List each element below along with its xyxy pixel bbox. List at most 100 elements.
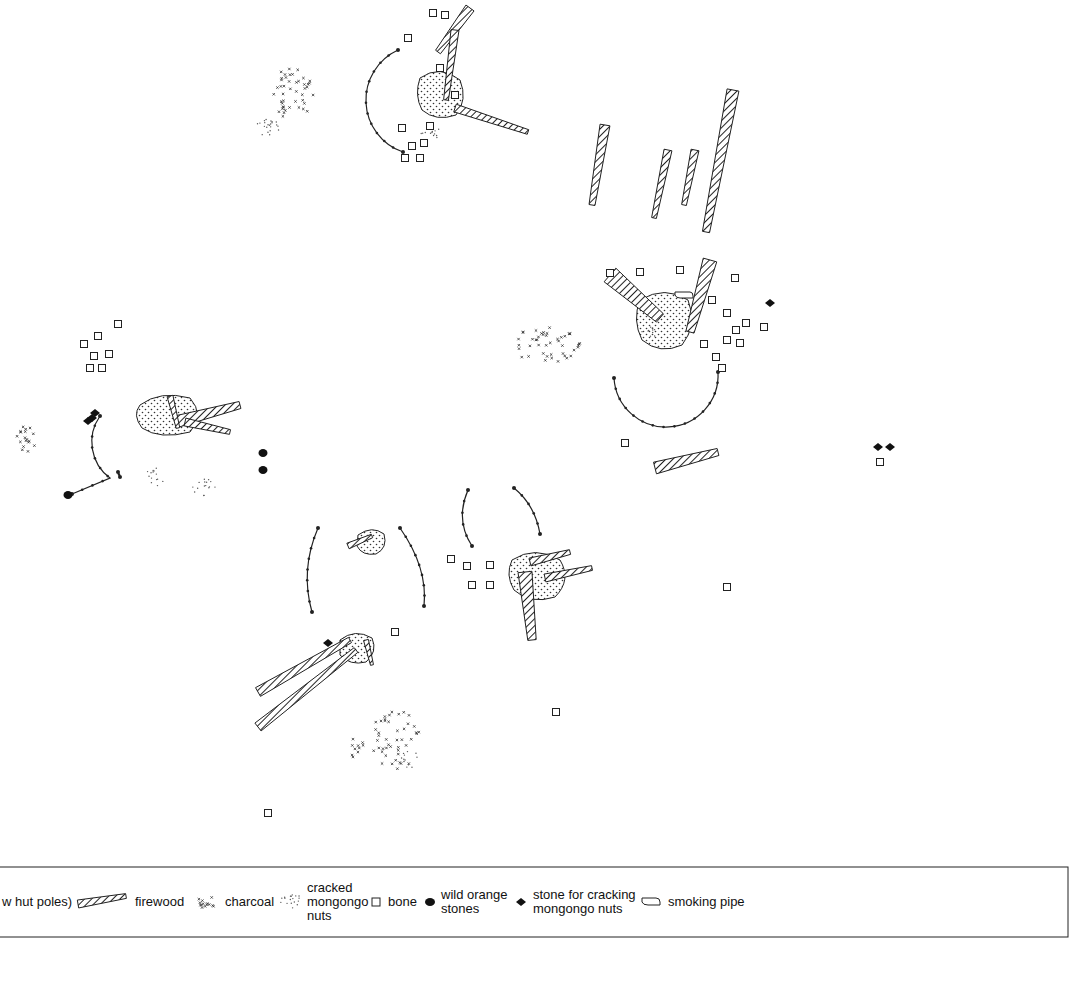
cracked-nuts: [647, 330, 648, 331]
charcoal: [303, 102, 305, 104]
firewood: [184, 418, 230, 434]
charcoal: [381, 762, 383, 764]
hut-pole: [316, 526, 320, 530]
cracked-nuts: [271, 122, 272, 123]
cracked-nuts: [269, 125, 270, 126]
cracked-nuts: [162, 481, 163, 482]
cracked-nuts: [208, 487, 209, 488]
cracked-nuts: [276, 121, 277, 122]
charcoal: [403, 711, 405, 713]
cracked-nuts: [152, 470, 153, 471]
charcoal: [385, 747, 387, 749]
hut-pole: [462, 523, 465, 526]
charcoal: [283, 112, 285, 114]
cracked-nuts: [204, 485, 205, 486]
charcoal: [415, 731, 417, 733]
charcoal: [518, 347, 520, 349]
hut-pole: [91, 435, 94, 438]
charcoal: [560, 336, 562, 338]
cracking-stone: [323, 639, 333, 647]
hut-pole: [532, 512, 535, 515]
cracking-stone: [885, 443, 895, 451]
cracked-nuts: [294, 901, 295, 902]
charcoal: [27, 450, 29, 452]
charcoal: [29, 427, 31, 429]
cracked-nuts: [152, 471, 153, 472]
cracked-nuts: [150, 472, 151, 473]
cracked-nuts: [206, 482, 207, 483]
hut-pole: [94, 457, 97, 460]
hut-pole: [421, 574, 424, 577]
cracked-nuts: [264, 120, 265, 121]
charcoal: [24, 430, 26, 432]
cracked-nuts: [280, 902, 281, 903]
bone: [115, 321, 122, 328]
cracking-stone: [87, 414, 97, 422]
hut-pole: [101, 480, 104, 483]
charcoal: [568, 333, 570, 335]
cracked-nuts: [270, 123, 271, 124]
charcoal: [562, 352, 564, 354]
cracked-nuts: [203, 495, 204, 496]
bone: [469, 582, 476, 589]
charcoal: [537, 344, 539, 346]
cracked-nuts: [278, 129, 279, 130]
charcoal: [372, 750, 374, 752]
charcoal: [295, 90, 297, 92]
firewood: [518, 571, 536, 640]
hut-pole: [716, 382, 719, 385]
cracked-nuts: [292, 907, 293, 908]
charcoal: [362, 744, 364, 746]
charcoal: [302, 108, 304, 110]
charcoal: [376, 739, 378, 741]
legend-text: cracked mongongo nuts: [307, 881, 373, 923]
charcoal: [309, 80, 311, 82]
bone: [452, 92, 459, 99]
hut-pole: [713, 392, 716, 395]
charcoal: [303, 83, 305, 85]
charcoal: [579, 342, 581, 344]
cracked-nuts: [270, 126, 271, 127]
charcoal: [291, 73, 293, 75]
charcoal: [280, 71, 282, 73]
cracked-nuts: [404, 754, 405, 755]
smoking-pipe: [675, 292, 693, 298]
cracked-nuts: [156, 473, 157, 474]
cracked-nuts: [404, 759, 405, 760]
cracked-nuts: [267, 132, 268, 133]
charcoal: [283, 85, 285, 87]
charcoal: [564, 355, 566, 357]
cracked-nuts: [208, 479, 209, 480]
firewood: [682, 149, 699, 205]
bone: [372, 898, 380, 906]
legend-text: smoking pipe: [668, 895, 745, 909]
charcoal: [352, 738, 354, 740]
hut-pole: [662, 426, 665, 429]
hut-pole: [376, 132, 379, 135]
charcoal: [302, 99, 304, 101]
hut-pole: [365, 91, 368, 94]
hut-pole: [98, 414, 102, 418]
charcoal: [378, 747, 380, 749]
charcoal: [32, 433, 34, 435]
bone: [622, 440, 629, 447]
charcoal: [521, 356, 523, 358]
cracked-nuts: [151, 477, 152, 478]
hut-pole: [538, 532, 542, 536]
charcoal: [389, 745, 391, 747]
charcoal: [304, 87, 306, 89]
charcoal: [273, 93, 275, 95]
charcoal: [397, 746, 399, 748]
charcoal: [210, 896, 212, 898]
hut-pole: [423, 594, 426, 597]
cracked-nuts: [295, 895, 296, 896]
cracked-nuts: [198, 482, 199, 483]
cracked-nuts: [652, 329, 653, 330]
hut-pole: [91, 446, 94, 449]
cracked-nuts: [291, 903, 292, 904]
cracked-nuts: [403, 761, 404, 762]
charcoal: [288, 106, 290, 108]
cracked-nuts: [205, 485, 206, 486]
hut-pole: [398, 526, 402, 530]
